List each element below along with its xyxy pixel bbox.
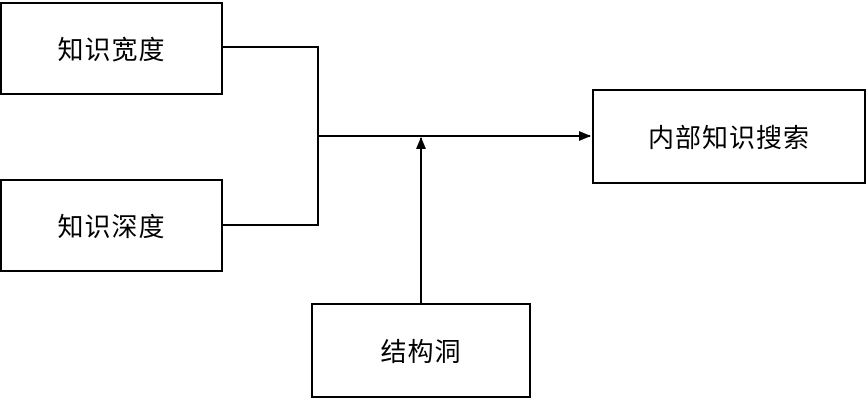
node-knowledge-depth: 知识深度 — [0, 179, 223, 272]
edge-depth-connector — [223, 136, 319, 226]
node-internal-knowledge-search: 内部知识搜索 — [592, 89, 866, 184]
node-knowledge-breadth: 知识宽度 — [0, 2, 223, 95]
node-structural-hole: 结构洞 — [311, 303, 531, 398]
node-structural-hole-label: 结构洞 — [380, 338, 462, 368]
node-knowledge-depth-label: 知识深度 — [57, 213, 166, 243]
node-knowledge-breadth-label: 知识宽度 — [57, 36, 166, 66]
edge-breadth-connector — [223, 46, 319, 136]
node-internal-knowledge-search-label: 内部知识搜索 — [647, 124, 810, 154]
